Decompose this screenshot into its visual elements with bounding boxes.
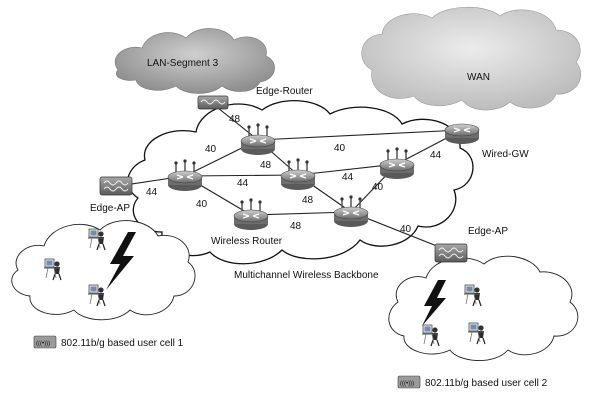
wireless-lightning-icon xyxy=(422,280,446,326)
link-label: 44 xyxy=(237,178,249,189)
link-label: 48 xyxy=(290,221,302,232)
edge-ap-left-icon xyxy=(99,176,133,196)
link-label: 44 xyxy=(146,187,158,198)
link-r1-wired-gw xyxy=(257,129,463,141)
link-label: 48 xyxy=(229,114,241,125)
wireless-lightning-icon xyxy=(106,232,136,290)
link-label: 40 xyxy=(372,182,384,193)
wireless-router-label: Wireless Router xyxy=(211,236,283,247)
edge-router-icon xyxy=(197,95,229,110)
link-edge-router-r1 xyxy=(212,103,259,141)
link-label: 48 xyxy=(260,160,272,171)
legend-icon-text: (((•))) xyxy=(36,341,50,347)
link-label: 48 xyxy=(302,195,314,206)
legend-cell-1: (((•))) 802.11b/g based user cell 1 xyxy=(33,335,184,349)
wired-gw-router-icon xyxy=(444,123,480,145)
link-label: 44 xyxy=(430,150,442,161)
user-cell-1-devices xyxy=(43,228,136,307)
link-r-left-r-center xyxy=(184,174,299,177)
user-cell-1-cloud xyxy=(11,220,196,321)
wired-gw-label: Wired-GW xyxy=(482,149,529,160)
edge-ap-left-label: Edge-AP xyxy=(90,203,130,214)
legend-icon-text: (((•))) xyxy=(400,381,414,387)
lan-segment-label: LAN-Segment 3 xyxy=(147,58,219,69)
wan-label: WAN xyxy=(467,72,490,83)
link-label: 40 xyxy=(400,224,412,235)
legend-cell-2: (((•))) 802.11b/g based user cell 2 xyxy=(397,375,548,389)
access-point-legend-icon xyxy=(33,335,57,349)
edge-ap-right-label: Edge-AP xyxy=(468,226,508,237)
user-cell-2-devices xyxy=(421,280,486,347)
legend-cell-1-label: 802.11b/g based user cell 1 xyxy=(61,338,184,349)
link-label: 40 xyxy=(334,143,346,154)
backbone-label: Multichannel Wireless Backbone xyxy=(234,270,379,281)
lan-segment-cloud xyxy=(114,28,275,94)
link-label: 40 xyxy=(205,144,217,155)
user-cell-2-cloud xyxy=(388,255,579,361)
edge-ap-right-icon xyxy=(434,243,468,263)
edge-router-label: Edge-Router xyxy=(256,86,313,97)
link-labels: 48 40 40 48 44 44 44 48 40 44 40 48 40 xyxy=(146,114,442,235)
wan-cloud xyxy=(361,6,582,111)
access-point-legend-icon xyxy=(397,375,421,389)
link-label: 40 xyxy=(196,199,208,210)
legend-cell-2-label: 802.11b/g based user cell 2 xyxy=(425,378,548,389)
link-label: 44 xyxy=(342,172,354,183)
